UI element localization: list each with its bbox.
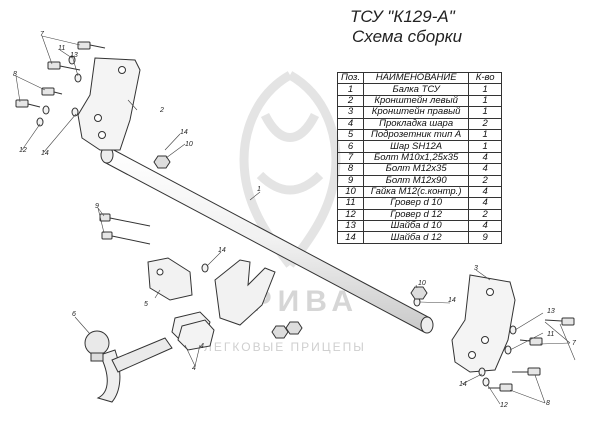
- callout-label: 9: [95, 203, 99, 210]
- washer: [42, 105, 50, 115]
- diagram-title: ТСУ "К129-А": [350, 7, 455, 26]
- cell-pos: 13: [336, 220, 365, 233]
- callout-label: 8: [13, 71, 17, 78]
- bolt-m12: [41, 87, 63, 96]
- tow-beam: [100, 146, 434, 334]
- socket-plate: [147, 257, 193, 301]
- bolt-m12x90: [101, 231, 151, 245]
- table-header-row: Поз. НАИМЕНОВАНИЕ К-во: [336, 71, 503, 85]
- callout-labels: 7 11 13 8 12 14 2 14 10 1 9 14 5 6 4 10 14 3 13 11 7 14 12 8 4: [13, 31, 577, 409]
- washer: [201, 263, 209, 273]
- bolt-m12x90: [99, 213, 151, 227]
- washer: [478, 367, 486, 377]
- washers: [36, 55, 517, 387]
- washer: [504, 345, 512, 355]
- nut: [410, 286, 428, 300]
- callout-label: 2: [159, 107, 164, 114]
- watermark-tagline: ЛЕГКОВЫЕ ПРИЦЕПЫ: [204, 340, 366, 354]
- bolt-m10: [77, 41, 106, 50]
- tow-ball: [84, 330, 173, 403]
- callout-label: 10: [185, 141, 193, 148]
- washer: [74, 73, 82, 83]
- callout-label: 1: [257, 186, 261, 193]
- washer: [36, 117, 44, 127]
- ball-spacer-2: [177, 319, 215, 351]
- nut: [153, 155, 171, 169]
- diagram-subtitle: Схема сборки: [352, 27, 463, 46]
- callout-label: 4: [200, 343, 204, 350]
- callout-label: 6: [72, 311, 76, 318]
- callout-label: 5: [144, 301, 148, 308]
- left-bracket: [77, 57, 141, 151]
- fasteners: [15, 41, 575, 392]
- callout-label: 14: [459, 381, 467, 388]
- cell-pos: 14: [336, 231, 365, 244]
- washer: [482, 377, 490, 387]
- nut: [271, 325, 289, 339]
- callout-label: 4: [192, 365, 196, 372]
- callout-label: 8: [546, 400, 550, 407]
- bolt-m10: [544, 317, 575, 326]
- callout-label: 3: [474, 265, 478, 272]
- callout-label: 12: [19, 147, 27, 154]
- cell-qty: 9: [468, 231, 503, 244]
- callout-label: 14: [218, 247, 226, 254]
- right-bracket: [451, 274, 516, 373]
- bolt-m12: [488, 383, 513, 392]
- callout-label: 7: [40, 31, 45, 38]
- callout-label: 11: [58, 45, 65, 52]
- leader-lines: [15, 35, 576, 405]
- callout-label: 13: [70, 52, 78, 59]
- callout-label: 14: [448, 297, 456, 304]
- bolt-m12: [512, 367, 541, 376]
- washer: [71, 107, 79, 117]
- callout-label: 14: [180, 129, 188, 136]
- callout-label: 14: [41, 150, 49, 157]
- ball-mount-bracket: [214, 259, 276, 326]
- callout-label: 12: [500, 402, 508, 409]
- washer: [509, 325, 517, 335]
- callout-label: 13: [547, 308, 555, 315]
- nut: [285, 321, 303, 335]
- callout-label: 11: [547, 331, 554, 338]
- bolt-m12: [15, 99, 41, 108]
- bolt-m10: [47, 61, 81, 71]
- callout-label: 7: [572, 340, 577, 347]
- callout-label: 10: [418, 280, 426, 287]
